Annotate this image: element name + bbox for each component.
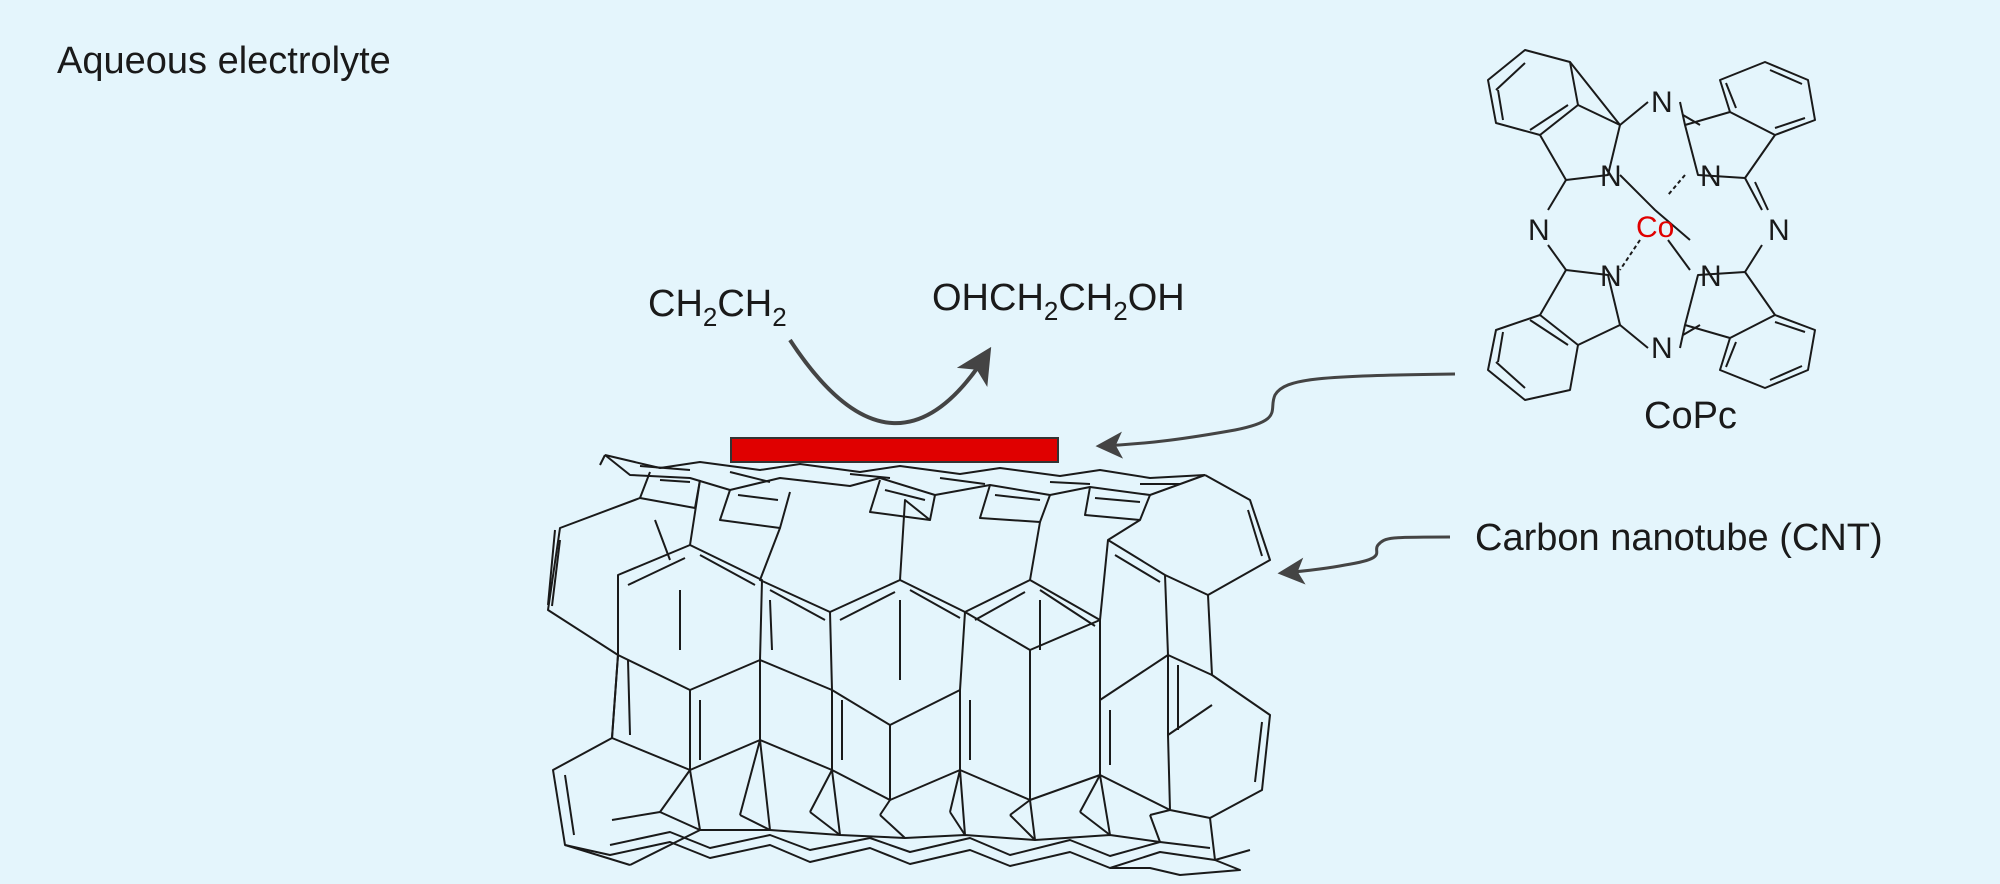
reactant-ch-1: CH [648,283,703,325]
cobalt-atom: Co [1636,211,1674,244]
copc-label: CoPc [1644,395,1737,437]
cnt-label: Carbon nanotube (CNT) [1475,517,1883,559]
pyrrole-n-bottom-left: N [1600,260,1622,293]
copc-pointer-arrow [1095,372,1456,459]
cnt-pointer-arrow [1277,535,1451,585]
electrolyte-label: Aqueous electrolyte [57,40,391,82]
copc-catalyst-layer [730,437,1059,463]
meso-n-top: N [1651,86,1673,119]
pyrrole-n-top-right: N [1700,160,1722,193]
pyrrole-n-top-left: N [1600,160,1622,193]
product-oh: OH [1128,277,1185,319]
reactant-sub-2: 2 [772,302,786,332]
product-ch: CH [1058,277,1113,319]
copc-atom-labels: N N N N Co N N N N [1528,86,1790,365]
copc-molecule [1487,49,1816,401]
product-sub-1: 2 [1044,296,1058,326]
reactant-ch-2: CH [717,283,772,325]
product-sub-2: 2 [1113,296,1127,326]
carbon-nanotube [547,454,1271,876]
pyrrole-n-bottom-right: N [1700,260,1722,293]
product-ohch: OHCH [932,277,1044,319]
reactant-formula: CH2CH2 [648,283,787,332]
product-formula: OHCH2CH2OH [932,277,1185,326]
meso-n-left: N [1528,214,1550,247]
meso-n-right: N [1768,214,1790,247]
meso-n-bottom: N [1651,332,1673,365]
reaction-arrow [788,338,992,425]
reactant-sub-1: 2 [703,302,717,332]
